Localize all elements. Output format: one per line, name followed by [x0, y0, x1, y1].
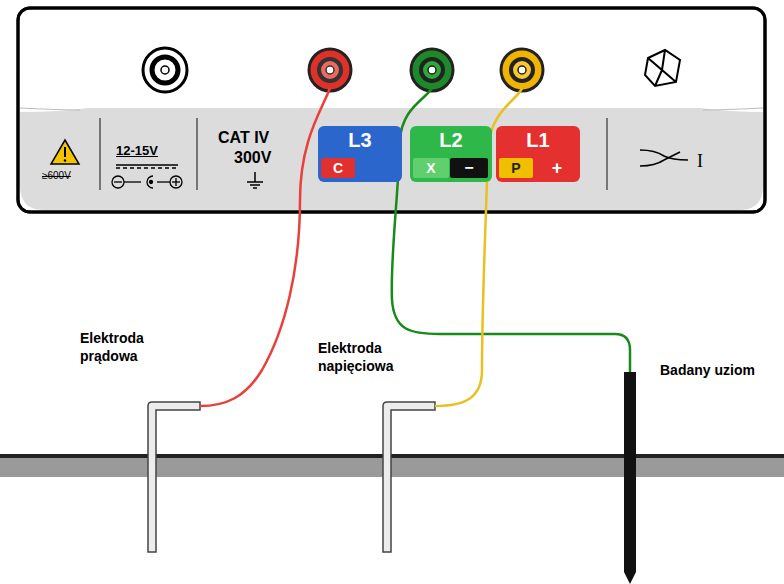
terminal-text: −: [450, 158, 488, 178]
terminal-tag: −: [450, 158, 488, 178]
socket-red: [309, 49, 351, 91]
panel-band: [20, 108, 763, 210]
terminal-tag: P: [499, 158, 533, 178]
electrode-label: Elektroda prądowa: [80, 330, 170, 365]
terminal-text: L2: [410, 128, 492, 152]
terminal-tag: C: [321, 158, 355, 178]
panel-dividers: [100, 118, 607, 190]
ground-line: [0, 454, 784, 458]
red-wire: [200, 88, 330, 406]
category-rating: CAT IV: [218, 128, 269, 148]
electrode-label: Badany uziom: [660, 362, 755, 380]
voltage-electrode: [383, 402, 435, 552]
terminal-tag: X: [413, 158, 449, 178]
category-voltage: 300V: [234, 148, 271, 168]
terminal-label: L2X−: [410, 126, 492, 182]
tested-earth-electrode: [624, 372, 636, 584]
case-icon: [645, 50, 680, 86]
ground-symbol: [247, 172, 263, 188]
dc-polarity-symbol: [112, 165, 182, 188]
green-wire: [392, 88, 630, 372]
terminal-text: L1: [496, 128, 580, 152]
electrode-label: Elektroda napięciowa: [318, 340, 428, 375]
current-electrode: [148, 402, 200, 552]
supply-voltage: 12-15V: [116, 143, 158, 159]
terminal-tag: +: [538, 158, 576, 178]
current-symbol: I: [697, 150, 703, 173]
terminal-text: L3: [318, 128, 402, 152]
socket-white: [143, 48, 187, 92]
meter-housing: [18, 8, 765, 212]
terminal-text: P: [499, 158, 533, 178]
socket-yellow: [501, 49, 543, 91]
clamp-icon: [640, 150, 688, 166]
terminal-text: +: [538, 158, 576, 178]
warning-icon: [51, 140, 79, 164]
voltage-rating: ≥600V: [42, 170, 71, 183]
terminal-label: L1P+: [496, 126, 580, 182]
terminal-label: L3C: [318, 126, 402, 182]
terminal-text: C: [321, 158, 355, 178]
soil-band: [0, 457, 784, 477]
socket-green: [411, 49, 453, 91]
terminal-text: X: [413, 158, 449, 178]
